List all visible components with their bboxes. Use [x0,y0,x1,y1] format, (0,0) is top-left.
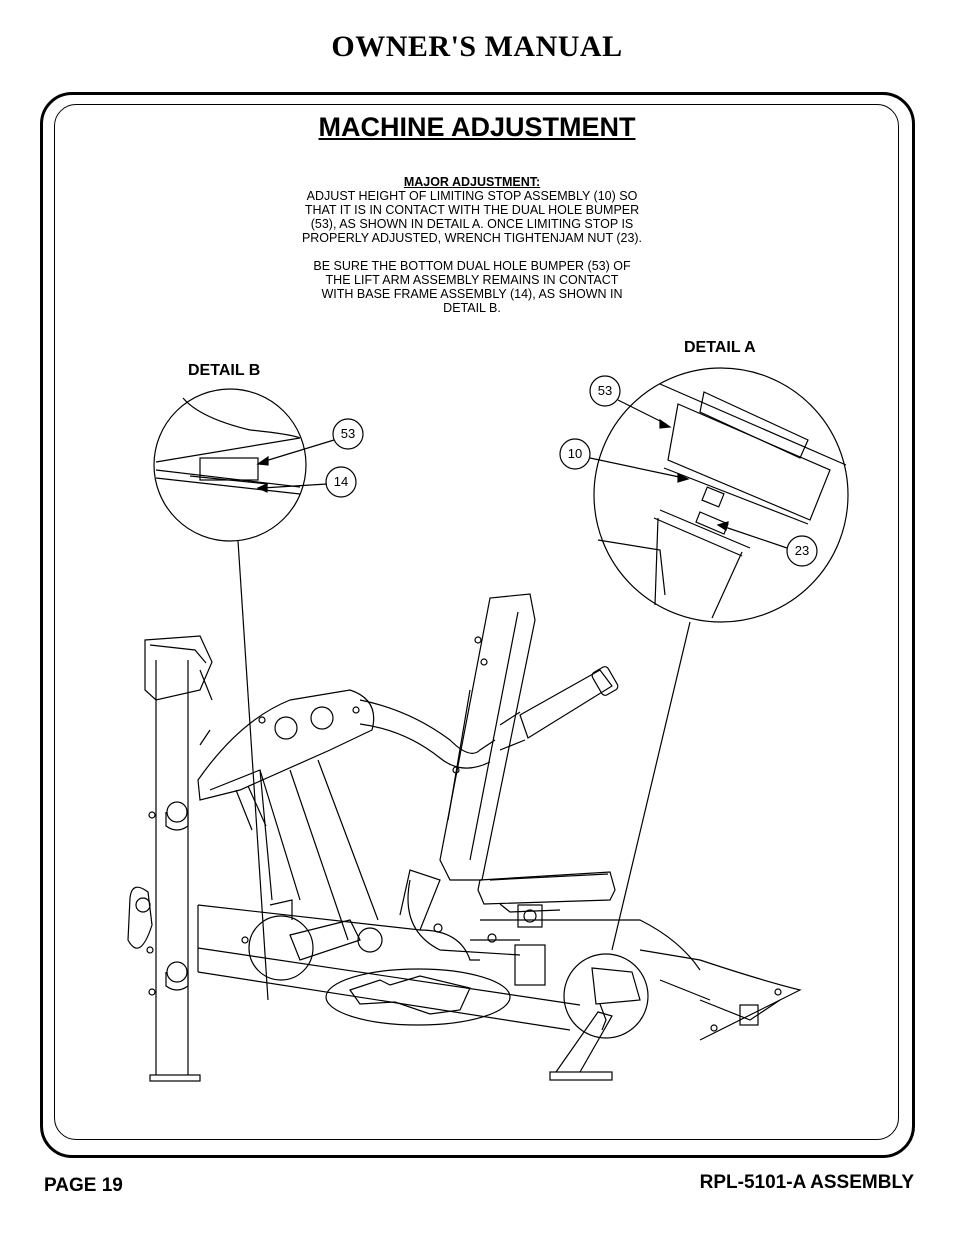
callout-b-53: 53 [341,426,355,441]
detail-b-view [153,388,307,1001]
callout-a-23: 23 [795,543,809,558]
page-border-outer [40,92,915,1158]
detail-b-callouts [256,418,364,498]
callout-a-10: 10 [568,446,582,461]
instructions-heading: MAJOR ADJUSTMENT: [403,175,541,189]
page-border-inner [54,104,899,1140]
page-number: PAGE 19 [44,1175,123,1196]
detail-b-label: DETAIL B [188,362,261,379]
callout-a-53: 53 [598,383,612,398]
detail-b-leader-line [237,540,269,1001]
instructions-line: DETAIL B. [443,301,501,315]
instructions-line: (53), AS SHOWN IN DETAIL A. ONCE LIMITIN… [310,217,634,231]
manual-title: OWNER'S MANUAL [331,30,623,63]
machine-illustration [127,593,802,1082]
instructions-line: THAT IT IS IN CONTACT WITH THE DUAL HOLE… [304,203,640,217]
assembly-name: RPL-5101-A ASSEMBLY [699,1172,914,1193]
detail-a-leader-line [611,621,691,951]
instructions-block: MAJOR ADJUSTMENT: ADJUST HEIGHT OF LIMIT… [262,175,682,315]
detail-a-label: DETAIL A [684,339,756,356]
instructions-line: BE SURE THE BOTTOM DUAL HOLE BUMPER (53)… [313,259,631,273]
instructions-line: PROPERLY ADJUSTED, WRENCH TIGHTENJAM NUT… [301,231,643,245]
instructions-line: ADJUST HEIGHT OF LIMITING STOP ASSEMBLY … [306,189,638,203]
detail-a-callouts [559,375,818,567]
section-title: MACHINE ADJUSTMENT [318,112,636,142]
instructions-line: WITH BASE FRAME ASSEMBLY (14), AS SHOWN … [321,287,623,301]
callout-b-14: 14 [334,474,348,489]
detail-a-view [593,367,849,951]
instructions-line: THE LIFT ARM ASSEMBLY REMAINS IN CONTACT [325,273,619,287]
